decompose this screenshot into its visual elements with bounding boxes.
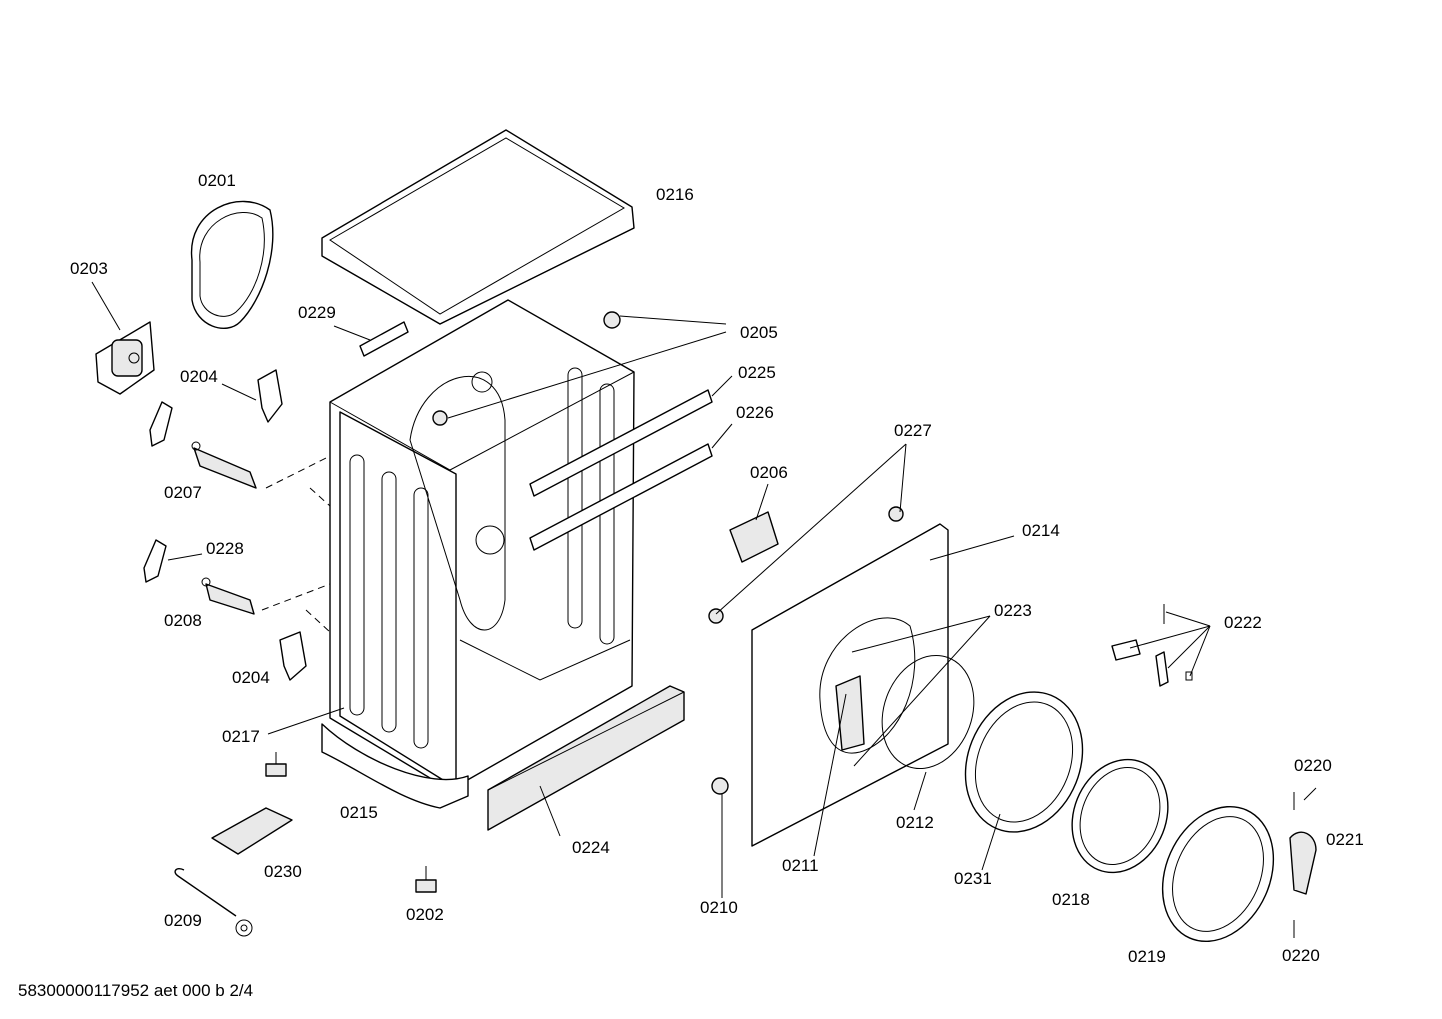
label-0223: 0223 (994, 601, 1032, 620)
part-door-seal (190, 200, 274, 329)
leader-lines (91, 281, 1317, 898)
part-outer-door-ring (1161, 805, 1275, 943)
part-inner-door-ring (964, 691, 1084, 833)
part-pump-housing (95, 321, 155, 395)
label-0229: 0229 (298, 303, 336, 322)
part-kick-plate (487, 685, 685, 831)
label-0219: 0219 (1128, 947, 1166, 966)
part-0227 (708, 506, 904, 624)
part-clip (359, 321, 409, 357)
label-0218: 0218 (1052, 890, 1090, 909)
label-0225: 0225 (738, 363, 776, 382)
part-bracket-lower (279, 631, 307, 681)
part-base-plinth (321, 723, 469, 809)
part-labels: 0201 0216 0203 0229 0205 0204 0225 0226 … (70, 171, 1364, 966)
label-0211: 0211 (782, 856, 819, 875)
label-0210: 0210 (700, 898, 738, 917)
label-0226: 0226 (736, 403, 774, 422)
label-0202: 0202 (406, 905, 444, 924)
assembly-lines (261, 455, 331, 633)
label-0227: 0227 (894, 421, 932, 440)
label-0208: 0208 (164, 611, 202, 630)
part-door-glass (1071, 758, 1169, 874)
label-0204-upper: 0204 (180, 367, 218, 386)
part-0210 (711, 777, 729, 795)
label-0231: 0231 (954, 869, 992, 888)
part-pins-handle (1289, 792, 1317, 938)
part-plate-upper (149, 401, 173, 447)
part-worktop (321, 129, 635, 325)
part-door-lock (729, 511, 779, 563)
label-0216: 0216 (656, 185, 694, 204)
document-id: 58300000117952 aet 000 b 2/4 (18, 981, 254, 1000)
part-shock-absorber-2 (201, 577, 255, 615)
label-0212: 0212 (896, 813, 934, 832)
part-foot (415, 866, 437, 893)
label-0220-upper: 0220 (1294, 756, 1332, 775)
label-0224: 0224 (572, 838, 610, 857)
label-0215: 0215 (340, 803, 378, 822)
label-0228: 0228 (206, 539, 244, 558)
part-hinge (835, 675, 865, 751)
label-0203: 0203 (70, 259, 108, 278)
part-foot-small (265, 752, 287, 777)
label-0214: 0214 (1022, 521, 1060, 540)
part-plate-lower (143, 539, 167, 583)
part-foot-plate (211, 807, 293, 855)
label-0221: 0221 (1326, 830, 1364, 849)
part-cabinet (329, 299, 635, 791)
label-0209: 0209 (164, 911, 202, 930)
label-0205: 0205 (740, 323, 778, 342)
part-clip-0205 (432, 311, 621, 426)
label-0201: 0201 (198, 171, 236, 190)
label-0220-lower: 0220 (1282, 946, 1320, 965)
part-shock-absorber-1 (191, 441, 257, 489)
part-bracket-upper (257, 369, 283, 423)
label-0207: 0207 (164, 483, 202, 502)
label-0230: 0230 (264, 862, 302, 881)
part-glass-ring (881, 654, 975, 770)
label-0222: 0222 (1224, 613, 1262, 632)
part-0222 (1111, 604, 1193, 687)
part-rails (529, 389, 713, 551)
part-wrench (174, 867, 253, 937)
label-0204-lower: 0204 (232, 668, 270, 687)
label-0217: 0217 (222, 727, 260, 746)
label-0206: 0206 (750, 463, 788, 482)
